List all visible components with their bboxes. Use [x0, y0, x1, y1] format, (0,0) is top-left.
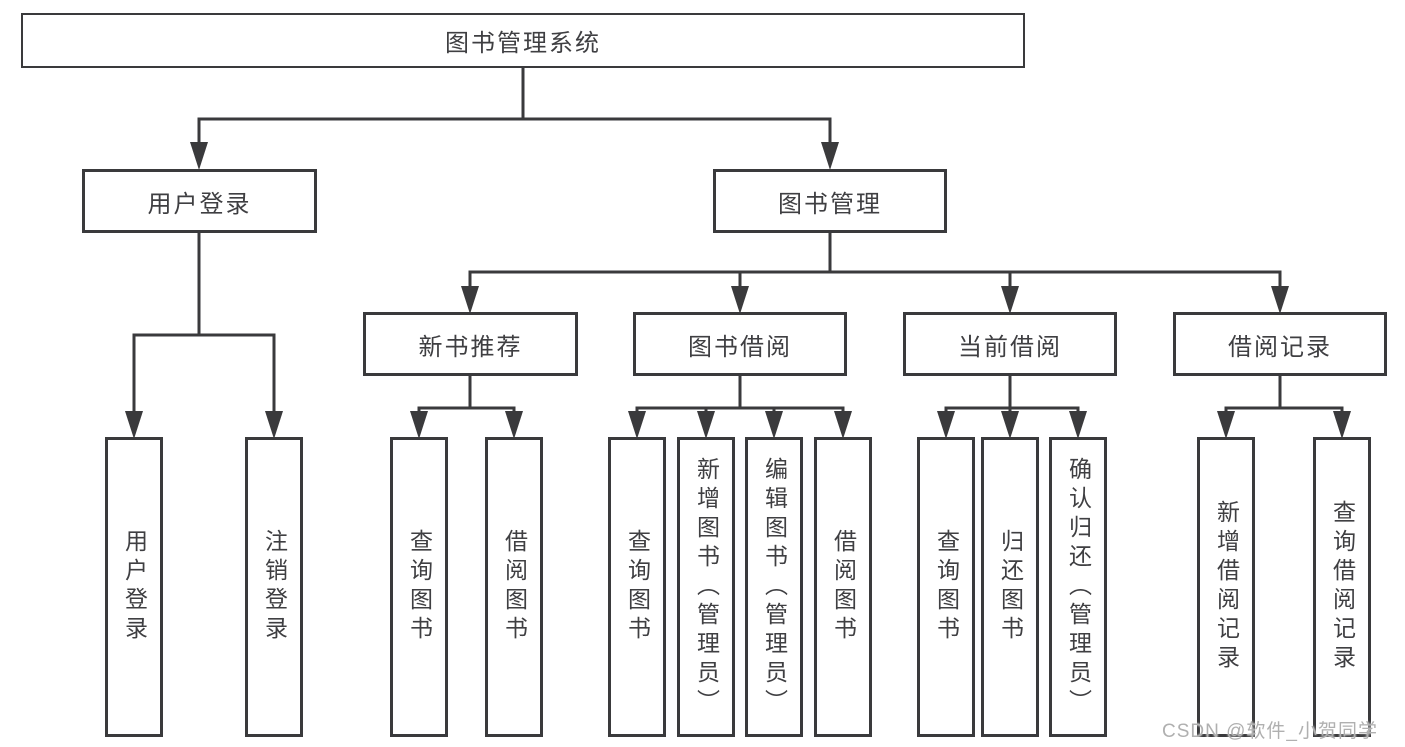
arrowhead-icon: [1217, 411, 1235, 439]
arrowhead-icon: [1271, 286, 1289, 314]
leaf-label: 借阅图书: [830, 529, 857, 645]
arrowhead-icon: [125, 411, 143, 439]
leaf-confirm-return-admin: 确认归还（管理员）: [1049, 437, 1107, 737]
leaf-add-borrow-record: 新增借阅记录: [1197, 437, 1255, 737]
leaf-label: 用户登录: [121, 529, 148, 645]
connector-borrow-records: [1224, 374, 1344, 413]
node-root-system: 图书管理系统: [21, 13, 1025, 68]
leaf-query-books-recommend: 查询图书: [390, 437, 448, 737]
connector-new-books: [417, 374, 516, 413]
leaf-user-login: 用户登录: [105, 437, 163, 737]
node-borrow-records: 借阅记录: [1173, 312, 1387, 376]
node-user-login: 用户登录: [82, 169, 317, 233]
leaf-label: 新增借阅记录: [1213, 500, 1240, 674]
leaf-query-books-current: 查询图书: [917, 437, 975, 737]
arrowhead-icon: [1001, 411, 1019, 439]
leaf-label: 借阅图书: [501, 529, 528, 645]
arrowhead-icon: [834, 411, 852, 439]
arrowhead-icon: [505, 411, 523, 439]
arrowhead-icon: [765, 411, 783, 439]
leaf-return-books: 归还图书: [981, 437, 1039, 737]
leaf-label: 查询图书: [624, 529, 651, 645]
node-current-borrow: 当前借阅: [903, 312, 1117, 376]
arrowhead-icon: [731, 286, 749, 314]
arrowhead-icon: [821, 142, 839, 170]
leaf-query-borrow-record: 查询借阅记录: [1313, 437, 1371, 737]
connector-user-login: [132, 231, 276, 413]
arrowhead-icon: [461, 286, 479, 314]
csdn-watermark: CSDN @软件_小贺同学: [1162, 721, 1378, 742]
arrowhead-icon: [1069, 411, 1087, 439]
leaf-query-books-borrow: 查询图书: [608, 437, 666, 737]
arrowhead-icon: [697, 411, 715, 439]
leaf-borrow-books: 借阅图书: [814, 437, 872, 737]
leaf-borrow-books-recommend: 借阅图书: [485, 437, 543, 737]
arrowhead-icon: [937, 411, 955, 439]
leaf-label: 编辑图书（管理员）: [761, 456, 788, 718]
connector-book-borrow: [635, 374, 845, 413]
node-book-borrow: 图书借阅: [633, 312, 847, 376]
node-book-management: 图书管理: [713, 169, 947, 233]
leaf-label: 查询图书: [406, 529, 433, 645]
arrowhead-icon: [1333, 411, 1351, 439]
leaf-label: 查询图书: [933, 529, 960, 645]
leaf-label: 确认归还（管理员）: [1065, 456, 1092, 718]
arrowhead-icon: [265, 411, 283, 439]
leaf-label: 归还图书: [997, 529, 1024, 645]
connector-book-management: [468, 231, 1282, 288]
leaf-logout: 注销登录: [245, 437, 303, 737]
leaf-label: 新增图书（管理员）: [693, 456, 720, 718]
node-new-book-recommend: 新书推荐: [363, 312, 578, 376]
arrowhead-icon: [410, 411, 428, 439]
arrowhead-icon: [190, 142, 208, 170]
leaf-label: 查询借阅记录: [1329, 500, 1356, 674]
leaf-edit-books-admin: 编辑图书（管理员）: [745, 437, 803, 737]
arrowhead-icon: [1001, 286, 1019, 314]
connector-root: [197, 66, 832, 146]
leaf-label: 注销登录: [261, 529, 288, 645]
arrowhead-icon: [628, 411, 646, 439]
connector-current-borrow: [944, 374, 1080, 413]
leaf-add-books-admin: 新增图书（管理员）: [677, 437, 735, 737]
